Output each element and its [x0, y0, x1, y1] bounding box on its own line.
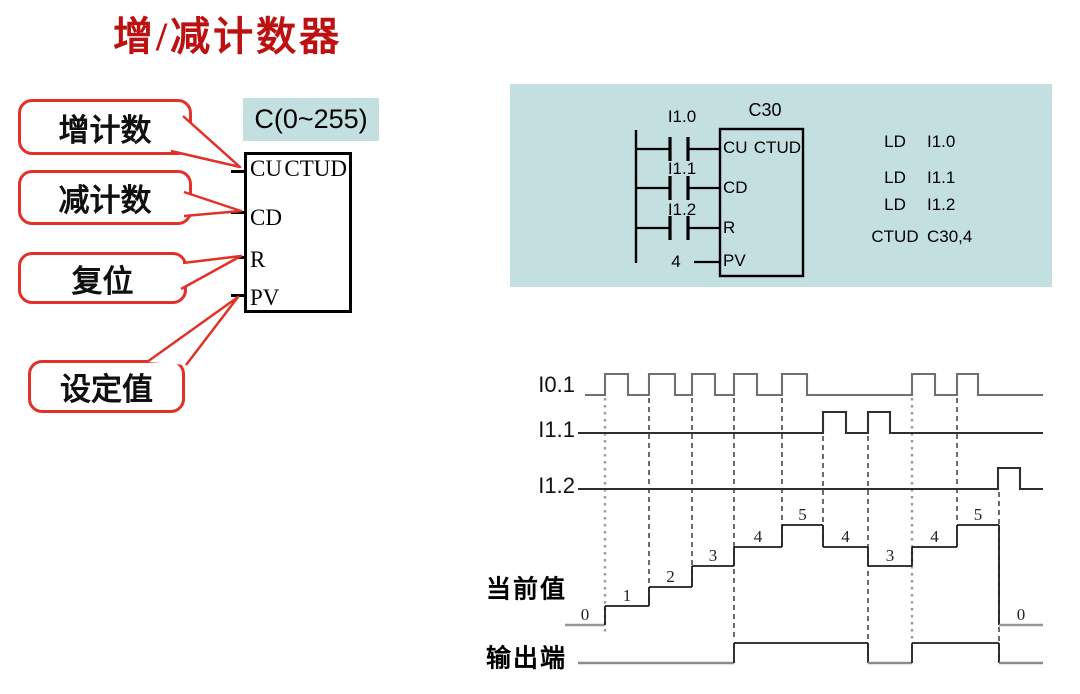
ladder-pin-r: R: [723, 218, 736, 237]
contact-label-i11: I1.1: [667, 159, 697, 178]
counter-block: CU CTUD CD R PV: [244, 152, 352, 313]
instruction-row: LD I1.0: [510, 132, 1052, 152]
signal-wave: [585, 372, 1043, 397]
contact-label-i12: I1.2: [667, 200, 697, 219]
counter-value-label: 1: [623, 586, 632, 605]
counter-value-label: 3: [709, 546, 718, 565]
pin-pv-label: PV: [250, 285, 280, 310]
instruction-row: LD I1.1: [510, 168, 1052, 188]
counter-number-label: C30: [748, 100, 782, 120]
signal-label: I0.1: [538, 372, 575, 397]
ladder-pin-pv: PV: [723, 251, 746, 270]
pv-value-label: 4: [671, 252, 681, 271]
instruction-operand: I1.0: [927, 132, 956, 151]
signal-label: I1.2: [538, 473, 575, 498]
instruction-row: LD I1.2: [510, 195, 1052, 215]
callout-arrow-cu: [170, 115, 242, 169]
callout-arrow-pv: [146, 295, 240, 366]
instruction-op: CTUD: [871, 227, 919, 246]
pin-tick-cu: [231, 170, 246, 173]
instruction-op: LD: [884, 168, 906, 187]
ladder-pin-cu: CU: [723, 138, 748, 157]
pin-tick-cd: [231, 211, 246, 214]
ladder-pin-cd: CD: [723, 178, 748, 197]
counter-range-label: C(0~255): [243, 98, 379, 141]
counter-value-label: 4: [841, 527, 850, 546]
ladder-block-header: CU CTUD: [723, 138, 801, 158]
block-type-label: CTUD: [284, 156, 347, 181]
ladder-block-type: CTUD: [753, 138, 801, 157]
counter-value-label: 0: [581, 605, 590, 624]
page-title: 增/减计数器: [113, 14, 343, 59]
contact-i10: [668, 137, 690, 161]
callout-count-up: 增计数: [18, 99, 192, 155]
contact-label-i10: I1.0: [667, 107, 697, 126]
counter-label: 当前值: [486, 575, 567, 604]
counter-value-label: 5: [974, 505, 983, 524]
signal-wave: [578, 466, 1043, 491]
instruction-operand: I1.1: [927, 168, 956, 187]
instruction-operand: I1.2: [927, 195, 956, 214]
callout-preset-value: 设定值: [28, 360, 185, 413]
counter-value-label: 3: [886, 546, 895, 565]
counter-value-label: 4: [930, 527, 939, 546]
counter-value-label: 2: [666, 567, 675, 586]
callout-reset: 复位: [18, 252, 187, 304]
output-label: 输出端: [486, 644, 567, 673]
pin-tick-pv: [231, 294, 246, 297]
pin-cu-label: CU: [250, 156, 282, 181]
instruction-op: LD: [884, 195, 906, 214]
instruction-operand: C30,4: [927, 227, 973, 246]
counter-value-label: 5: [798, 505, 807, 524]
counter-value-label: 4: [754, 527, 763, 546]
signal-wave: [578, 410, 1043, 435]
pin-r-label: R: [250, 247, 266, 272]
callout-arrow-r: [180, 254, 243, 291]
contact-i11: [668, 176, 690, 200]
ladder-panel: I1.0 I1.1 I1.2 4 C30 CU CTUD CD R PV LD …: [510, 84, 1052, 287]
counter-value-label: 0: [1017, 605, 1026, 624]
counter-block-header: CU CTUD: [250, 156, 347, 182]
instruction-op: LD: [884, 132, 906, 151]
callout-arrows: [146, 115, 243, 366]
contact-i12: [668, 216, 690, 240]
ladder-drawing: [634, 127, 805, 278]
callout-arrow-cd: [183, 190, 243, 218]
pin-cd-label: CD: [250, 205, 282, 230]
instruction-row: CTUD C30,4: [510, 227, 1052, 247]
signal-label: I1.1: [538, 417, 575, 442]
ladder-counter-box: [718, 127, 805, 278]
